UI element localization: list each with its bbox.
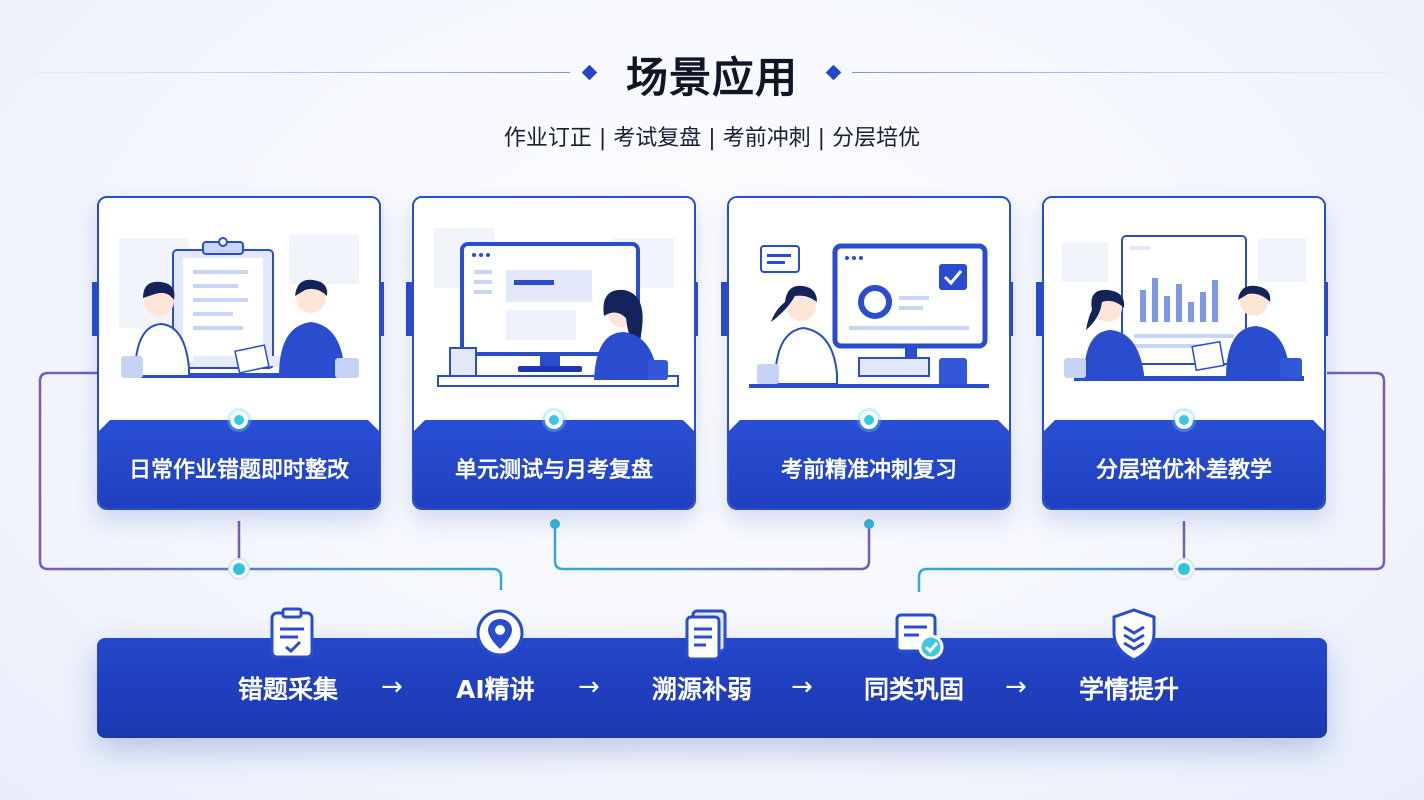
card-label: 分层培优补差教学 [1095, 458, 1272, 483]
card-footer [1044, 420, 1324, 508]
card-dot [230, 411, 248, 429]
shield-layers-icon [1112, 608, 1156, 662]
clipboard-review-scene [99, 198, 379, 420]
card3-side-tab-left [721, 282, 729, 336]
card2-side-tab-left [406, 282, 414, 336]
computer-study-scene [414, 198, 694, 420]
scenario-card-tiered-tutoring[interactable]: 分层培优补差教学 [1042, 196, 1326, 510]
page-title: 场景应用 [625, 53, 798, 102]
flow-arrow: → [381, 672, 403, 702]
card-dot [860, 411, 878, 429]
card-footer [414, 420, 694, 508]
flow-step-trace-weakness: 溯源补弱 [652, 675, 753, 704]
card4-side-tab-left [1036, 282, 1044, 336]
data-tutoring-scene [1044, 198, 1324, 420]
flow-step-ai-explain: AI精讲 [456, 675, 535, 704]
document-stack-icon [685, 609, 727, 661]
connector-middle-loop [553, 523, 871, 571]
scenario-card-exam-sprint[interactable]: 考前精准冲刺复习 [727, 196, 1011, 510]
card-footer [99, 420, 379, 508]
check-card-icon [895, 613, 944, 660]
connector-left-loop [38, 371, 503, 590]
card-label: 考前精准冲刺复习 [780, 458, 957, 483]
flow-arrow: → [1005, 672, 1027, 702]
card-label: 单元测试与月考复盘 [454, 458, 653, 483]
scenario-card-homework[interactable]: 日常作业错题即时整改 [97, 196, 381, 510]
card1-side-tab-left [92, 282, 100, 336]
scenario-card-unit-test[interactable]: 单元测试与月考复盘 [412, 196, 696, 510]
page-subtitle: 作业订正 | 考试复盘 | 考前冲刺 | 分层培优 [503, 126, 921, 151]
card-dot [1175, 411, 1193, 429]
flow-step-consolidate: 同类巩固 [864, 675, 965, 704]
flow-arrow: → [578, 672, 600, 702]
connector-right-loop [917, 371, 1386, 592]
clipboard-check-icon [270, 607, 314, 659]
flow-arrow: → [791, 672, 813, 702]
card-dot [545, 411, 563, 429]
card-label: 日常作业错题即时整改 [128, 458, 349, 483]
header-rule-right [852, 72, 1414, 73]
header-rule-left [10, 72, 570, 73]
card-footer [729, 420, 1009, 508]
node-mid-right [864, 519, 874, 529]
location-pin-icon [476, 609, 524, 657]
flow-step-improve: 学情提升 [1079, 675, 1180, 704]
node-mid-left [550, 519, 560, 529]
flow-step-collect: 错题采集 [238, 675, 339, 704]
monitor-review-scene [729, 198, 1009, 420]
